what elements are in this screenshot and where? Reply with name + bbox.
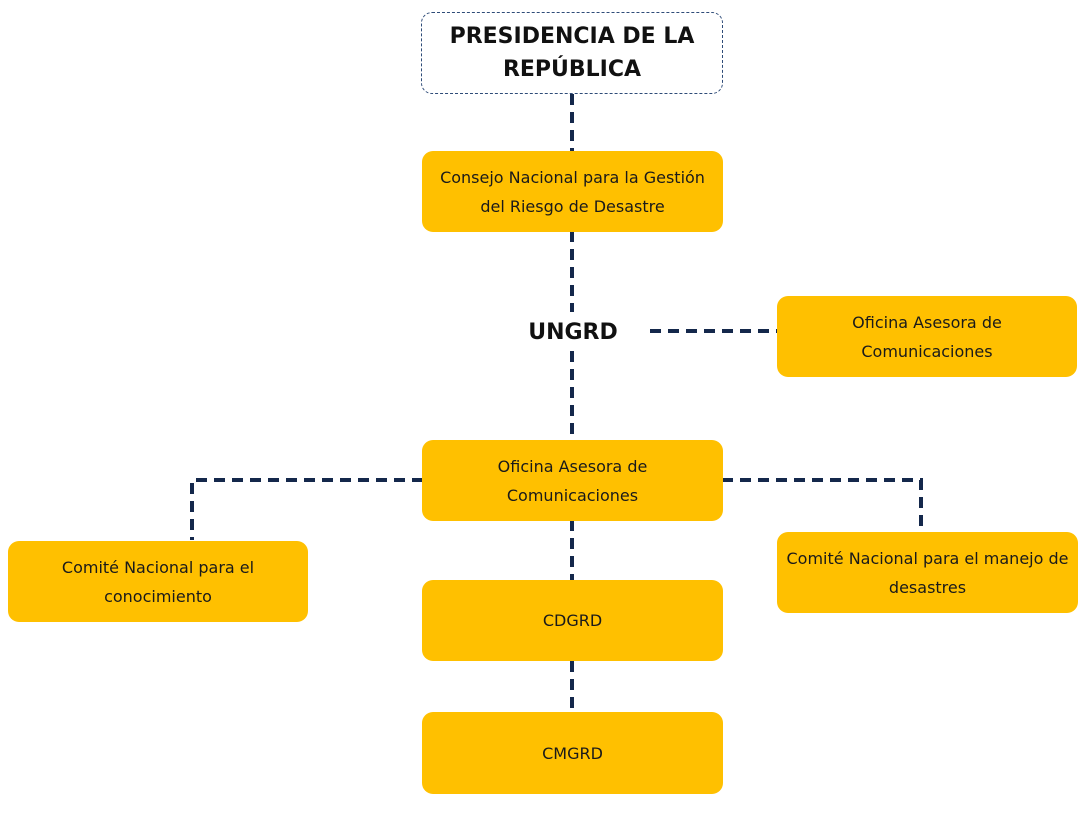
ungrd-label: UNGRD [512,316,634,348]
comite-manejo-box: Comité Nacional para el manejo de desast… [777,532,1078,613]
connector-oficina-comite-left [190,478,423,540]
connector-oficina-comite-right [722,478,923,531]
cdgrd-box: CDGRD [422,580,723,661]
comite-conocimiento-label: Comité Nacional para el conocimiento [61,557,255,606]
presidency-box: PRESIDENCIA DE LA REPÚBLICA [421,12,723,94]
comite-conocimiento-box: Comité Nacional para el conocimiento [8,541,308,622]
cmgrd-label: CMGRD [542,743,603,763]
oficina-asesora-center-label: Oficina Asesora de Comunicaciones [497,456,648,505]
cmgrd-box: CMGRD [422,712,723,794]
oficina-asesora-right-box: Oficina Asesora de Comunicaciones [777,296,1077,377]
presidency-label: PRESIDENCIA DE LA REPÚBLICA [449,24,695,82]
comite-manejo-label: Comité Nacional para el manejo de desast… [786,548,1069,597]
consejo-label: Consejo Nacional para la Gestión del Rie… [440,167,705,216]
consejo-box: Consejo Nacional para la Gestión del Rie… [422,151,723,232]
oficina-asesora-center-box: Oficina Asesora de Comunicaciones [422,440,723,521]
oficina-asesora-right-label: Oficina Asesora de Comunicaciones [852,312,1002,361]
cdgrd-label: CDGRD [542,611,603,630]
